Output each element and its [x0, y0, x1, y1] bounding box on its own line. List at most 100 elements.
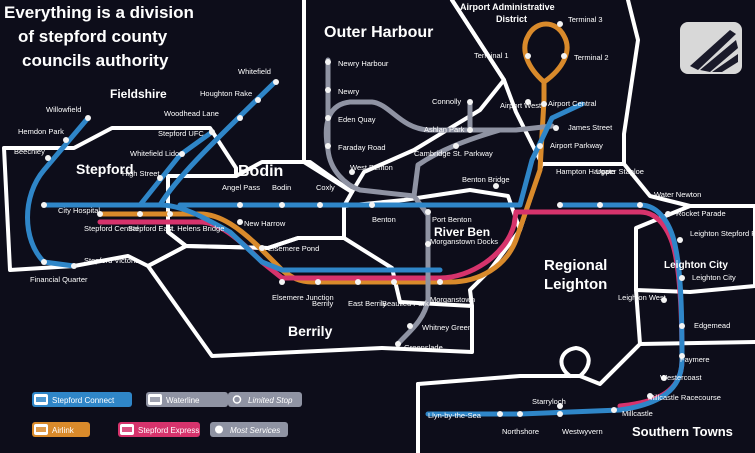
station-label: Rocket Parade [676, 209, 726, 218]
station-westwyvern[interactable]: Westwyvern [557, 411, 603, 436]
station-westercoast[interactable]: Westercoast [660, 373, 702, 382]
station-millcastle[interactable]: Millcastle [611, 407, 653, 418]
stepford-logo-icon [680, 22, 742, 74]
station-ashlan-park[interactable]: Ashlan Park [424, 125, 473, 134]
legend-label: Stepford Connect [52, 396, 115, 405]
station-newry[interactable]: Newry [325, 87, 360, 96]
station-berrily-station[interactable]: Berrily [312, 279, 334, 308]
station-dot-icon [661, 297, 667, 303]
station-st-helens-bridge[interactable]: St. Helens Bridge [166, 211, 224, 233]
station-upper-staploe[interactable]: Upper Staploe [596, 167, 644, 208]
station-dot-icon [557, 411, 563, 417]
station-dot-icon [467, 127, 473, 133]
station-terminal-3[interactable]: Terminal 3 [557, 15, 603, 27]
station-dot-icon [259, 245, 265, 251]
waterline-line [323, 57, 555, 347]
station-eden-quay[interactable]: Eden Quay [325, 115, 376, 124]
station-morganstown-docks[interactable]: Morganstown Docks [425, 237, 498, 247]
station-new-harrow[interactable]: New Harrow [237, 219, 286, 228]
station-whitefield[interactable]: Whitefield [238, 67, 279, 85]
station-stepford-east[interactable]: Stepford East [128, 211, 174, 233]
station-label: Westercoast [660, 373, 702, 382]
station-whitefield-lido[interactable]: Whitefield Lido [130, 149, 185, 158]
station-beechley[interactable]: Beechley [14, 147, 51, 161]
station-dot-icon [597, 202, 603, 208]
station-city-hospital[interactable]: City Hospital [41, 202, 100, 215]
station-benton-bridge[interactable]: Benton Bridge [462, 175, 510, 189]
station-financial-quarter[interactable]: Financial Quarter [30, 259, 88, 284]
station-dot-icon [557, 403, 563, 409]
station-willowfield[interactable]: Willowfield [46, 105, 91, 121]
station-dot-icon [391, 279, 397, 285]
station-dot-icon [273, 79, 279, 85]
station-northshore[interactable]: Northshore [497, 411, 539, 436]
station-port-benton[interactable]: Port Benton [425, 209, 472, 224]
station-faraday-road[interactable]: Faraday Road [325, 143, 386, 152]
station-dot-icon [279, 279, 285, 285]
berrily-border [146, 236, 474, 358]
station-label: Millcastle Racecourse [648, 393, 721, 402]
station-elsemere-junction[interactable]: Elsemere Junction [272, 279, 334, 302]
station-leighton-city-station[interactable]: Leighton City [679, 273, 736, 282]
station-terminal-1[interactable]: Terminal 1 [474, 51, 531, 60]
station-label: Port Benton [432, 215, 472, 224]
station-terminal-2[interactable]: Terminal 2 [561, 53, 609, 62]
station-hampton-hargate[interactable]: Hampton Hargate [556, 167, 615, 208]
station-woodhead-lane[interactable]: Woodhead Lane [164, 109, 243, 121]
station-millcastle-racecourse[interactable]: Millcastle Racecourse [647, 393, 721, 402]
outer-harbour-border [302, 0, 506, 194]
station-dot-icon [425, 241, 431, 247]
station-morganstown[interactable]: Morganstown [430, 279, 475, 304]
station-starryloch[interactable]: Starryloch [532, 397, 566, 409]
station-label: Faymere [680, 355, 710, 364]
station-east-berrily[interactable]: East Berrily [348, 279, 387, 308]
station-houghton-rake[interactable]: Houghton Rake [200, 89, 261, 103]
station-connolly[interactable]: Connolly [432, 97, 473, 106]
station-greenslade[interactable]: Greenslade [395, 341, 443, 352]
station-bodin-station[interactable]: Bodin [272, 183, 291, 208]
station-airport-parkway[interactable]: Airport Parkway [537, 141, 603, 150]
station-llyn-by-the-sea[interactable]: Llyn-by-the-Sea [428, 411, 523, 420]
station-label: Stepford Victoria [84, 256, 140, 265]
station-hemdon-park[interactable]: Hemdon Park [18, 127, 69, 143]
station-airport-west[interactable]: Airport West [500, 99, 542, 110]
station-newry-harbour[interactable]: Newry Harbour [325, 59, 389, 68]
station-dot-icon [561, 53, 567, 59]
station-james-street[interactable]: James Street [553, 123, 613, 132]
station-stepford-ufc[interactable]: Stepford UFC [158, 129, 215, 138]
station-label: Elsemere Pond [268, 244, 319, 253]
station-water-newton[interactable]: Water Newton [637, 190, 701, 208]
station-elsemere-pond[interactable]: Elsemere Pond [259, 244, 319, 253]
station-dot-icon [325, 143, 331, 149]
legend-item-waterline: Waterline [146, 392, 228, 407]
station-leighton-stepford-road[interactable]: Leighton Stepford Road [677, 229, 755, 243]
station-label: Faraday Road [338, 143, 386, 152]
station-dot-icon [41, 259, 47, 265]
station-dot-icon [453, 143, 459, 149]
station-dot-icon [407, 323, 413, 329]
station-angel-pass[interactable]: Angel Pass [222, 183, 260, 208]
station-rocket-parade[interactable]: Rocket Parade [665, 209, 726, 218]
station-label: Morganstown [430, 295, 475, 304]
station-high-street[interactable]: High Street [122, 169, 163, 181]
station-beaulieu-park[interactable]: Beaulieu Park [382, 279, 429, 308]
station-dot-icon [611, 407, 617, 413]
station-leighton-west[interactable]: Leighton West [618, 293, 667, 303]
station-faymere[interactable]: Faymere [679, 353, 710, 364]
station-label: Newry Harbour [338, 59, 389, 68]
station-edgemead[interactable]: Edgemead [679, 321, 730, 330]
station-stepford-victoria[interactable]: Stepford Victoria [71, 256, 140, 269]
station-dot-icon [179, 151, 185, 157]
station-benton[interactable]: Benton [369, 202, 396, 224]
station-west-benton[interactable]: West Benton [349, 163, 393, 175]
legend-item-airlink: Airlink [32, 422, 90, 437]
station-cambridge-st-parkway[interactable]: Cambridge St. Parkway [414, 143, 493, 158]
station-stepford-central[interactable]: Stepford Central [84, 211, 139, 233]
station-airport-central[interactable]: Airport Central [541, 99, 597, 108]
station-label: Upper Staploe [596, 167, 644, 176]
station-dot-icon [647, 393, 653, 399]
station-whitney-green[interactable]: Whitney Green [407, 323, 472, 332]
station-label: Leighton Stepford Road [690, 229, 755, 238]
station-coxly[interactable]: Coxly [316, 183, 335, 208]
